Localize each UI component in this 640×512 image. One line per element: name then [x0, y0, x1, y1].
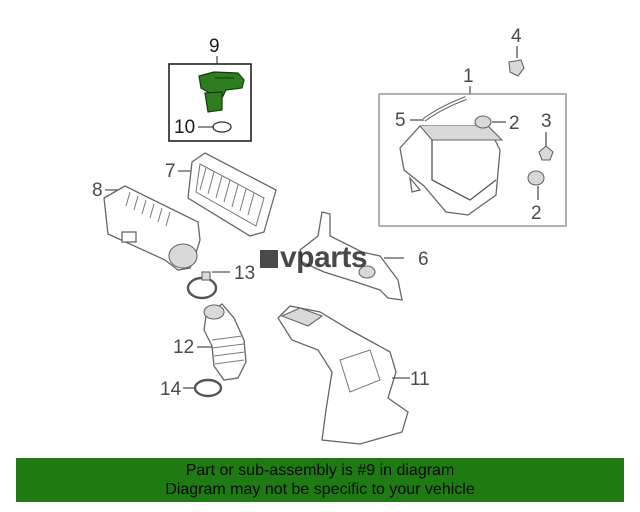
part-1-case-edge	[431, 140, 497, 201]
part-14-group[interactable]: 14	[160, 378, 223, 400]
part-7-filter-inner	[195, 163, 265, 227]
callout-9: 9	[209, 36, 220, 57]
part-1-frame	[378, 93, 567, 227]
part-7-pleats	[199, 167, 255, 216]
part-8-ribs	[125, 191, 171, 227]
part-3-clip[interactable]	[538, 145, 554, 161]
part-11-duct-rib	[339, 349, 381, 393]
callout-6: 6	[418, 249, 429, 270]
callout-4: 4	[511, 26, 522, 47]
part-6-group[interactable]: 6	[299, 211, 429, 301]
callout-2b: 2	[531, 203, 542, 224]
callout-2a: 2	[509, 113, 520, 134]
part-8-outlet	[168, 243, 198, 269]
part-9-frame	[168, 63, 252, 142]
callout-10: 10	[174, 117, 195, 138]
part-7-filter-element[interactable]	[187, 152, 277, 237]
part-1-case-top	[419, 125, 504, 141]
part-4-group[interactable]: 4	[508, 26, 525, 77]
callout-12: 12	[173, 337, 194, 358]
part-6-bracket[interactable]	[299, 211, 403, 301]
footer-banner: Part or sub-assembly is #9 in diagram Di…	[16, 458, 624, 502]
footer-line-1: Part or sub-assembly is #9 in diagram	[185, 462, 455, 479]
part-1-group[interactable]: 1 5 2 3 2	[378, 66, 567, 227]
part-12-bellows	[211, 335, 246, 365]
part-1-bracket	[409, 175, 422, 193]
part-13-group[interactable]: 13	[186, 263, 255, 300]
watermark-text: vparts	[280, 241, 367, 274]
part-13-clamp[interactable]	[186, 276, 218, 300]
part-10-oring[interactable]	[212, 121, 232, 133]
part-11-duct-mouth	[280, 307, 324, 327]
part-9-sensor-probe	[204, 91, 223, 113]
part-9-group[interactable]: 9 10	[168, 36, 252, 142]
footer-line-2: Diagram may not be specific to your vehi…	[165, 481, 475, 498]
part-5-hose-inner	[423, 97, 467, 121]
part-8-clip	[121, 231, 137, 243]
watermark-logo-mark	[260, 250, 278, 268]
callout-7: 7	[165, 161, 176, 182]
callout-11: 11	[410, 369, 430, 390]
part-6-bushing	[358, 265, 376, 279]
callout-5: 5	[395, 110, 406, 131]
part-12-duct-end	[203, 304, 225, 320]
part-11-group[interactable]: 11	[277, 305, 430, 445]
part-7-group[interactable]: 7	[165, 152, 277, 237]
callout-13: 13	[234, 263, 255, 284]
part-2b-grommet[interactable]	[527, 170, 545, 186]
part-13-screw	[201, 271, 211, 281]
part-12-group[interactable]: 12	[173, 303, 247, 381]
callout-14: 14	[160, 379, 182, 400]
part-14-clamp[interactable]	[193, 378, 223, 398]
part-2a-grommet[interactable]	[474, 115, 492, 129]
part-4-bolt[interactable]	[508, 59, 525, 77]
part-11-air-duct[interactable]	[277, 305, 409, 445]
callout-1: 1	[463, 66, 474, 87]
watermark: vparts	[260, 241, 368, 274]
callout-3: 3	[541, 111, 552, 132]
part-8-group[interactable]: 8	[92, 180, 201, 271]
callout-8: 8	[92, 180, 103, 201]
